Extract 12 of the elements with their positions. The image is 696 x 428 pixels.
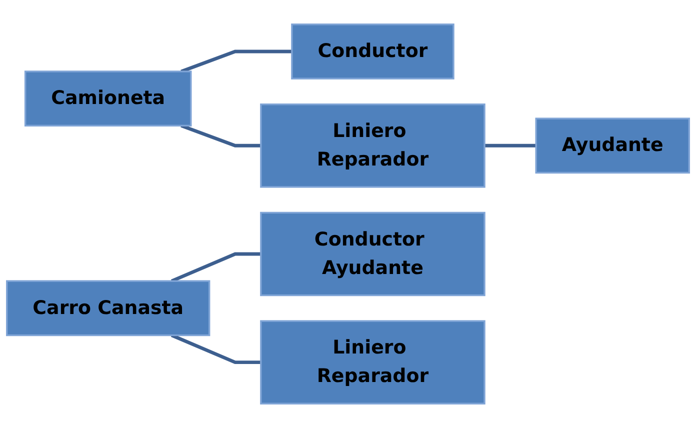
node-box: Conductor Ayudante	[260, 212, 486, 296]
connector	[180, 124, 261, 148]
connector	[170, 334, 261, 364]
node-box: Conductor	[291, 24, 454, 80]
node-box: Liniero Reparador	[260, 320, 486, 404]
node-box: Camioneta	[24, 70, 192, 126]
node-box: Liniero Reparador	[260, 104, 486, 188]
connector	[170, 252, 261, 283]
node-box: Ayudante	[535, 118, 690, 174]
connector	[180, 50, 292, 74]
connector	[484, 144, 536, 148]
node-box: Carro Canasta	[6, 280, 210, 336]
